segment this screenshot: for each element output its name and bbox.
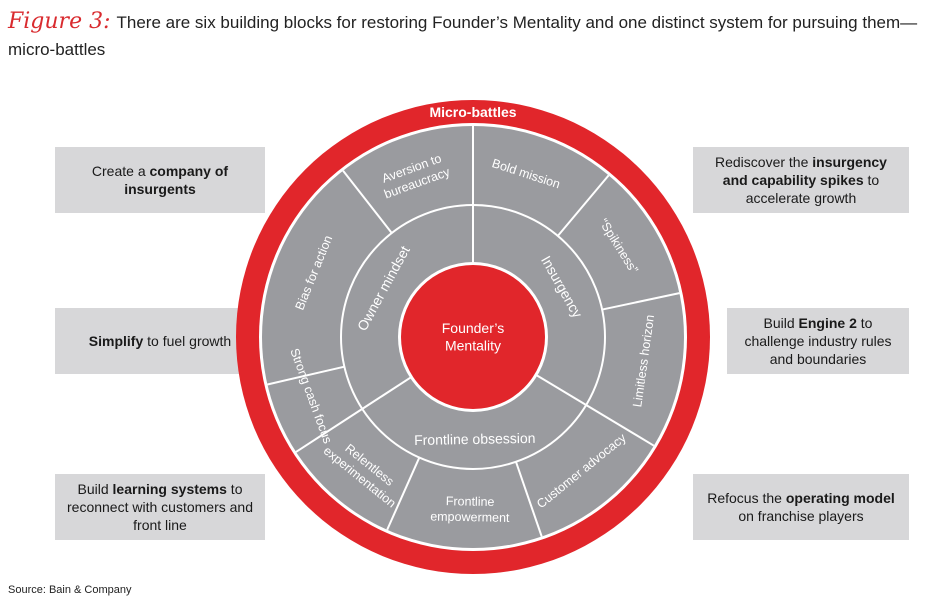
callout-simplify: Simplify to fuel growth	[55, 308, 265, 374]
source-note: Source: Bain & Company	[8, 584, 132, 596]
outer-divider-7	[386, 457, 421, 531]
frontline-empowerment-label: Frontlineempowerment	[430, 494, 510, 525]
outer-divider-0	[267, 365, 345, 386]
frontline-obsession-label: Frontline obsession	[414, 430, 536, 448]
micro-battles-label: Micro-battles	[429, 104, 516, 120]
callout-engine-2: Build Engine 2 to challenge industry rul…	[727, 308, 909, 374]
middle-divider-1	[534, 373, 587, 406]
middle-divider-2	[361, 375, 414, 410]
outer-divider-6	[515, 461, 543, 537]
outer-divider-5	[585, 404, 655, 447]
callout-insurgency-spikes: Rediscover the insurgency and capability…	[693, 147, 909, 213]
figure-title: Figure 3:There are six building blocks f…	[8, 8, 943, 63]
callout-company-of-insurgents: Create a company of insurgents	[55, 147, 265, 213]
figure-label: Figure 3:	[8, 9, 111, 34]
outer-divider-1	[342, 170, 393, 234]
outer-divider-8	[295, 408, 363, 453]
outer-divider-3	[557, 174, 610, 237]
callout-learning-systems: Build learning systems to reconnect with…	[55, 474, 265, 540]
outer-divider-4	[601, 292, 680, 311]
callout-operating-model: Refocus the operating model on franchise…	[693, 474, 909, 540]
center-circle	[401, 265, 545, 409]
figure-title-text: There are six building blocks for restor…	[8, 13, 918, 59]
